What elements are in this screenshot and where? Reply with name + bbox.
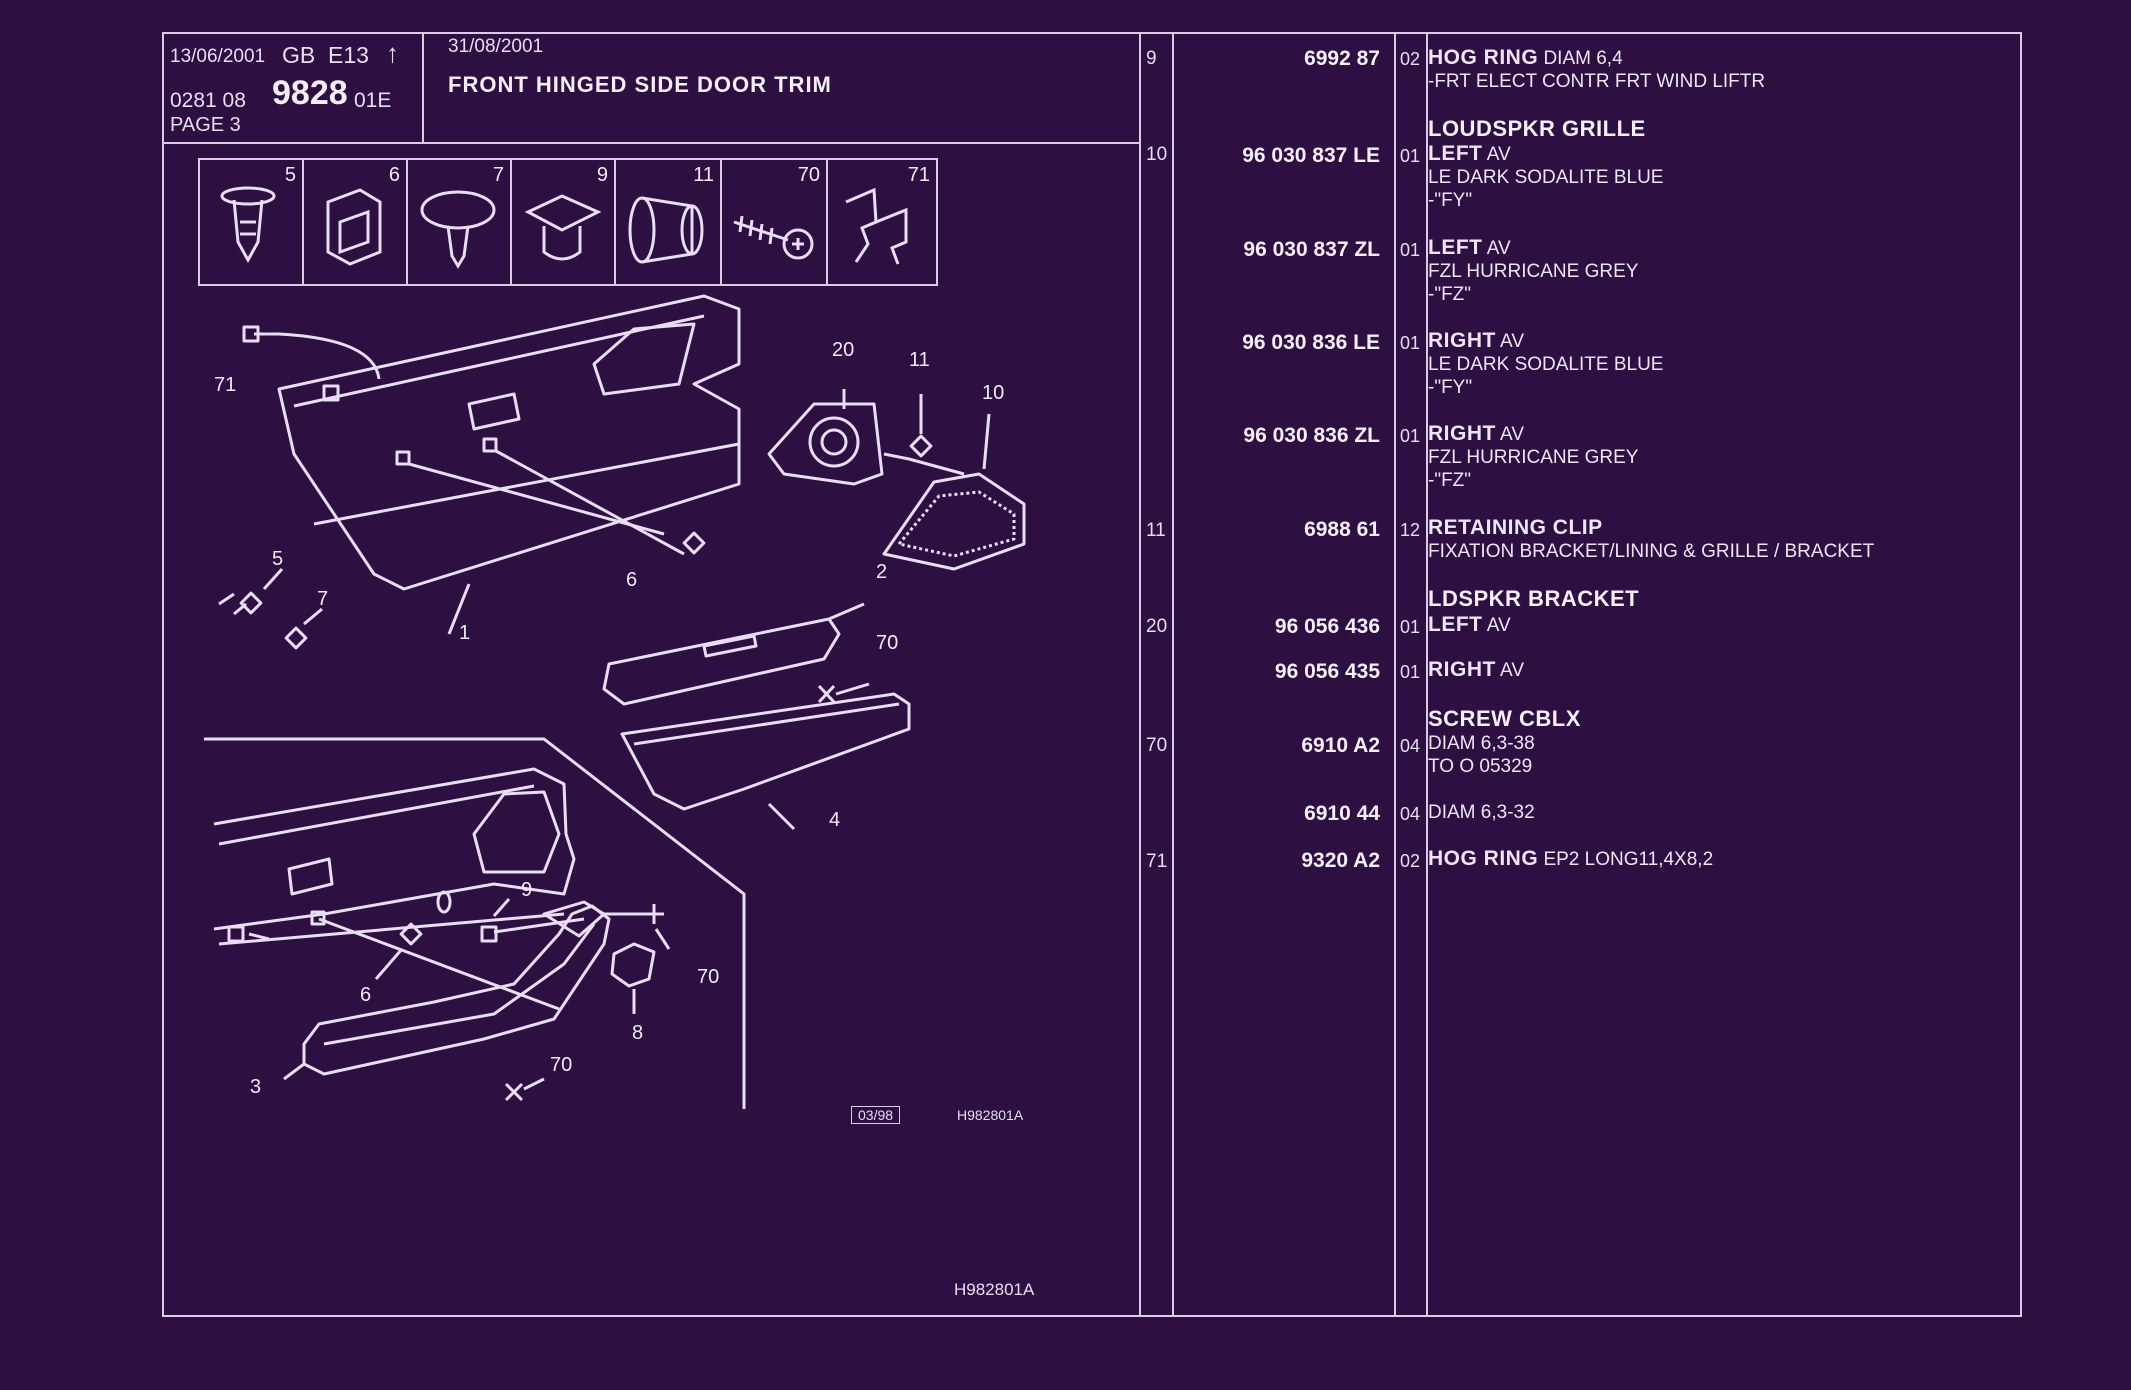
callout-8: 8 [632,1022,644,1044]
header-catalog-info: 13/06/2001 GB E13 ↑ 0281 08 9828 01E PAG… [164,34,424,142]
callout-70: 70 [550,1054,573,1076]
callout-2: 2 [876,561,888,583]
drawing-date-box: 03/98 [851,1106,901,1124]
page-number: PAGE 3 [170,114,241,136]
part-number[interactable]: 6988 61 [1304,518,1380,541]
header-code: E13 [328,42,369,68]
fastener-thumbnail-strip: 5 6 7 9 11 70 71 [198,158,938,286]
callout-6: 6 [626,569,638,591]
part-number[interactable]: 9320 A2 [1301,849,1380,872]
row-ref-70: 70 [1146,735,1168,756]
quantity: 04 [1400,736,1421,756]
quantity: 12 [1400,520,1421,540]
part-number[interactable]: 6910 A2 [1301,734,1380,757]
callout-4: 4 [829,809,841,831]
column-divider [1426,34,1428,1317]
quantity: 01 [1400,426,1421,446]
callout-6: 6 [360,984,372,1006]
header-block: 13/06/2001 GB E13 ↑ 0281 08 9828 01E PAG… [164,34,1139,144]
thumbnail-71[interactable]: 71 [828,160,936,284]
thumbnail-70[interactable]: 70 [722,160,828,284]
description: DIAM 6,3-32 [1428,802,1535,823]
hog-ring-fastener-icon [220,186,276,264]
self-tapping-screw-icon [733,215,814,260]
row-ref-20: 20 [1146,616,1168,637]
row-ref-11: 11 [1146,520,1166,541]
quantity: 01 [1400,240,1421,260]
header-date-2: 31/08/2001 [448,36,544,57]
column-divider [1394,34,1396,1317]
thumbnail-9[interactable]: 9 [512,160,616,284]
retaining-clip-icon [524,194,602,261]
parts-sheet: 13/06/2001 GB E13 ↑ 0281 08 9828 01E PAG… [162,32,2022,1317]
quantity: 01 [1400,662,1421,682]
callout-10: 10 [982,382,1005,404]
section-heading: LOUDSPKR GRILLE [1428,116,1646,141]
header-date: 13/06/2001 [170,46,266,67]
part-number[interactable]: 96 056 435 [1274,660,1380,683]
thumbnail-7[interactable]: 7 [408,160,512,284]
description: LEFT AV [1428,613,1511,636]
callout-20: 20 [832,339,855,361]
thumbnail-11[interactable]: 11 [616,160,722,284]
part-number[interactable]: 96 030 837 LE [1242,144,1380,167]
callout-70: 70 [876,632,899,654]
part-number[interactable]: 6910 44 [1304,802,1380,825]
catalog-suffix: 01E [354,89,392,112]
catalog-prefix: 0281 08 [170,89,246,112]
description: HOG RING EP2 LONG11,4X8,2 [1428,847,1714,870]
footer-ref-code: H982801A [954,1280,1035,1299]
part-number[interactable]: 96 030 836 LE [1242,331,1380,354]
header-country: GB [282,42,316,68]
thumbnail-6[interactable]: 6 [304,160,408,284]
part-number[interactable]: 6992 87 [1304,47,1380,70]
column-divider [1139,34,1141,1317]
thumbnail-5[interactable]: 5 [200,160,304,284]
row-ref-10: 10 [1146,144,1168,165]
grommet-icon [628,196,704,264]
callout-7: 7 [317,588,329,610]
hog-ring-staple-icon [845,187,908,265]
callout-3: 3 [250,1076,262,1098]
callout-1: 1 [459,622,471,644]
catalog-number: 9828 [272,74,348,112]
quantity: 01 [1400,146,1421,166]
quantity: 01 [1400,617,1421,637]
section-heading: SCREW CBLX [1428,706,1581,731]
page-title: FRONT HINGED SIDE DOOR TRIM [448,72,832,97]
callout-5: 5 [272,548,284,570]
quantity: 04 [1400,804,1421,824]
description: HOG RING DIAM 6,4-FRT ELECT CONTR FRT WI… [1428,46,1766,92]
row-ref-71: 71 [1146,851,1168,872]
push-rivet-icon [420,190,496,269]
column-divider [1172,34,1174,1317]
part-number[interactable]: 96 030 837 ZL [1243,238,1380,261]
part-number[interactable]: 96 056 436 [1274,615,1380,638]
part-number[interactable]: 96 030 836 ZL [1243,424,1380,447]
quantity: 02 [1400,49,1421,69]
drawing-ref-code: H982801A [957,1107,1024,1123]
description: RIGHT AV [1428,658,1524,681]
callout-71: 71 [214,374,237,396]
callout-70: 70 [697,966,720,988]
exploded-door-trim-diagram [204,294,1026,1109]
header-arrow-icon: ↑ [386,38,399,68]
callout-9: 9 [521,879,533,901]
section-heading: LDSPKR BRACKET [1428,586,1640,611]
clip-bracket-icon [326,188,382,266]
row-ref-9: 9 [1146,48,1157,69]
quantity: 02 [1400,851,1421,871]
callout-11: 11 [909,349,930,371]
quantity: 01 [1400,333,1421,353]
